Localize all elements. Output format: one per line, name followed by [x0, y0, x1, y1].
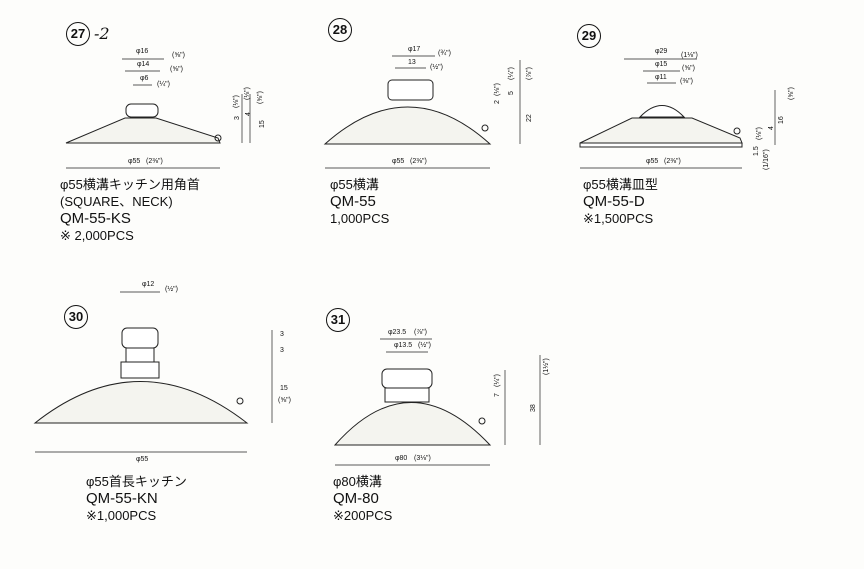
item-model: QM-55-KN [86, 490, 158, 507]
dim-label: (⅝") [788, 87, 795, 100]
dim-label: (⅞") [526, 67, 533, 80]
dim-label: φ6 [140, 75, 149, 82]
dim-label: 22 [526, 114, 533, 122]
dim-label: 3 [280, 331, 284, 338]
dim-label: 16 [778, 116, 785, 124]
dim-label: 15 [280, 385, 288, 392]
dim-label: (⅝") [257, 91, 264, 104]
dim-label: (2⅜") [664, 158, 681, 165]
dim-label: (3⅛") [414, 455, 431, 462]
dim-label: (½") [430, 64, 443, 71]
item-quantity: ※1,000PCS [86, 508, 157, 523]
suction-cup-29-drawing [579, 58, 776, 169]
dim-label: (⅛") [756, 127, 763, 140]
dim-label: (⅝") [172, 52, 185, 59]
item-number-badge: 28 [328, 18, 352, 42]
dim-label: 4 [245, 112, 252, 116]
item-description: φ80横溝 [333, 474, 382, 489]
item-subdescription: (SQUARE、NECK) [60, 194, 173, 209]
item-caption: φ55横溝キッチン用角首 (SQUARE、NECK) QM-55-KS ※ 2,… [60, 176, 200, 244]
dim-label: (½") [165, 286, 178, 293]
dim-label: φ23.5 [388, 329, 407, 336]
dim-label: 38 [530, 404, 537, 412]
dim-label: (¼") [508, 67, 515, 80]
item-description: φ55横溝キッチン用角首 [60, 177, 200, 192]
dim-label: 13 [408, 59, 416, 66]
item-quantity: ※200PCS [333, 508, 393, 523]
item-quantity: ※ 2,000PCS [60, 228, 134, 243]
dim-label: 1.5 [753, 146, 760, 156]
suction-cup-27-drawing [65, 58, 251, 169]
item-model: QM-55-D [583, 193, 645, 210]
dim-label: (⅛") [494, 83, 501, 96]
dim-label: (⅞") [414, 329, 427, 336]
dim-label: φ14 [137, 61, 150, 68]
handwritten-suffix: -2 [94, 24, 110, 43]
item-quantity: ※1,500PCS [583, 211, 654, 226]
dim-label: φ15 [655, 61, 668, 68]
dim-label: 4 [768, 126, 775, 130]
dim-label: φ17 [408, 46, 421, 53]
dim-label: 15 [259, 120, 266, 128]
dim-label: φ55 [136, 456, 149, 463]
item-description: φ55首長キッチン [86, 474, 187, 489]
item-description: φ55横溝皿型 [583, 177, 658, 192]
suction-cup-30-drawing [33, 291, 273, 453]
dim-label: (⅜") [680, 78, 693, 85]
dim-label: (¼") [494, 374, 501, 387]
item-number-badge: 31 [326, 308, 350, 332]
dim-label: φ13.5 [394, 342, 413, 349]
dim-label: (2⅜") [410, 158, 427, 165]
dim-label: (⅛") [233, 95, 240, 108]
item-model: QM-55 [330, 193, 376, 210]
dim-label: (⅝") [170, 66, 183, 73]
item-model: QM-55-KS [60, 210, 131, 227]
dim-label: φ29 [655, 48, 668, 55]
dim-label: φ55 [646, 158, 659, 165]
dim-label: 5 [508, 91, 515, 95]
item-number-badge: 27 [66, 22, 90, 46]
dim-label: (1/16") [763, 149, 770, 170]
item-number-badge: 30 [64, 305, 88, 329]
dim-label: φ80 [395, 455, 408, 462]
dim-label: (⅛") [244, 87, 251, 100]
dim-label: 2 [494, 100, 501, 104]
dim-label: (⅝") [682, 65, 695, 72]
dim-label: φ55 [392, 158, 405, 165]
suction-cup-28-drawing [323, 55, 521, 169]
item-description: φ55横溝 [330, 177, 379, 192]
suction-cup-31-drawing [333, 338, 541, 466]
dim-label: (1½") [543, 358, 550, 375]
dim-label: 3 [234, 116, 241, 120]
item-caption: φ55横溝皿型 QM-55-D ※1,500PCS [583, 176, 658, 227]
item-model: QM-80 [333, 490, 379, 507]
item-caption: φ55首長キッチン QM-55-KN ※1,000PCS [86, 473, 187, 524]
dim-label: (1⅛") [681, 52, 698, 59]
item-quantity: 1,000PCS [330, 211, 390, 226]
dim-label: (⅝") [278, 397, 291, 404]
dim-label: (½") [418, 342, 431, 349]
dim-label: (2⅜") [146, 158, 163, 165]
dim-label: 7 [494, 393, 501, 397]
item-caption: φ55横溝 QM-55 1,000PCS [330, 176, 389, 227]
dim-label: φ11 [655, 74, 667, 81]
dim-label: (¼") [157, 81, 170, 88]
dim-label: φ55 [128, 158, 141, 165]
dim-label: 3 [280, 347, 284, 354]
item-caption: φ80横溝 QM-80 ※200PCS [333, 473, 392, 524]
dim-label: (¾") [438, 50, 451, 57]
dim-label: φ12 [142, 281, 155, 288]
dim-label: φ16 [136, 48, 149, 55]
item-number-badge: 29 [577, 24, 601, 48]
